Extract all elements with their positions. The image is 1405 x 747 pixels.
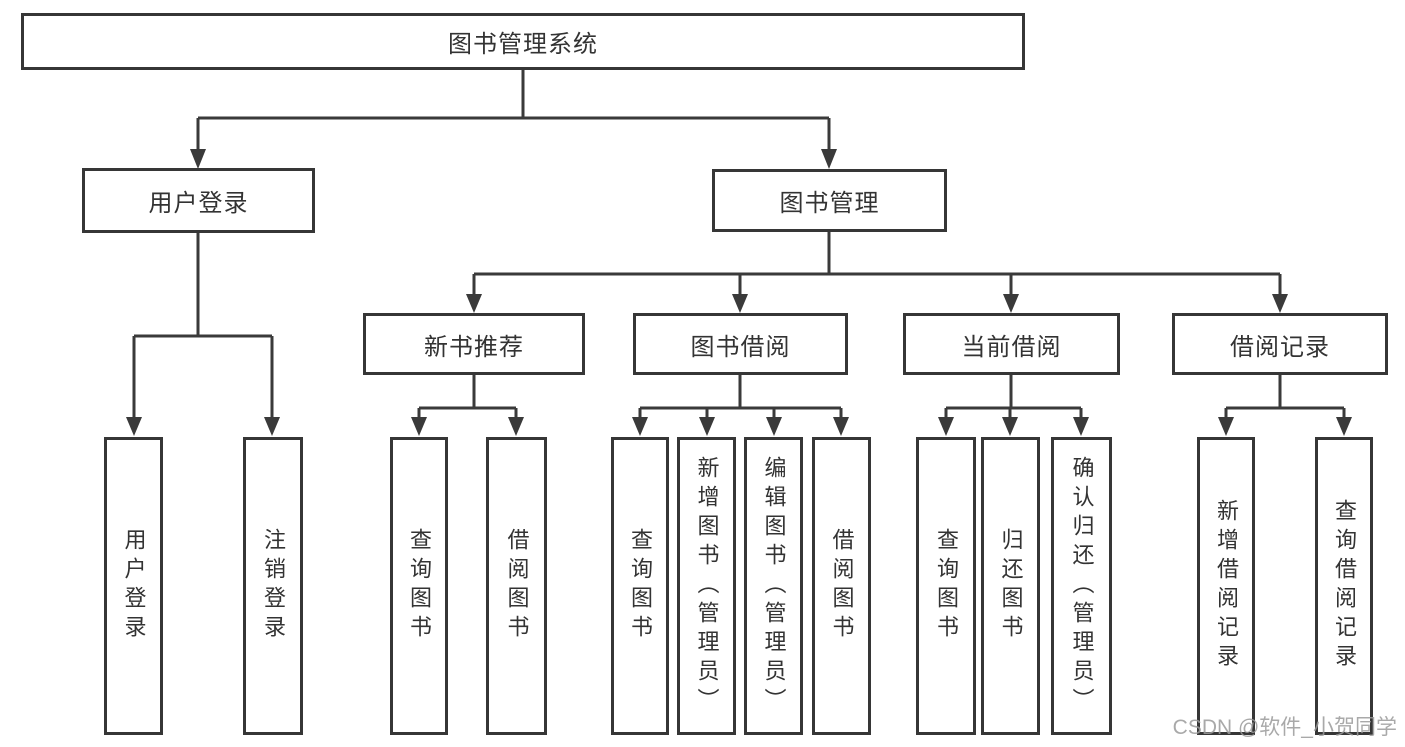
- leaf-query-books-3: 查询图书: [916, 437, 976, 735]
- node-label: 当前借阅: [961, 333, 1062, 361]
- arrow-icon: [821, 149, 837, 169]
- node-label: 新增借阅记录: [1214, 499, 1239, 673]
- arrow-icon: [833, 417, 849, 436]
- node-borrow-records: 借阅记录: [1172, 313, 1388, 375]
- node-label: 查询借阅记录: [1332, 499, 1357, 673]
- node-label: 确认归还（管理员）: [1069, 455, 1095, 717]
- csdn-watermark: CSDN @软件_小贺同学: [1172, 716, 1397, 739]
- node-current-borrow: 当前借阅: [903, 313, 1120, 375]
- arrow-icon: [1336, 417, 1352, 436]
- arrow-icon: [126, 417, 142, 436]
- arrowheads: [126, 149, 1352, 436]
- leaf-logout: 注销登录: [243, 437, 303, 735]
- arrow-icon: [1073, 417, 1089, 436]
- node-new-book-recommend: 新书推荐: [363, 313, 585, 375]
- node-label: 归还图书: [998, 528, 1024, 644]
- arrow-icon: [1003, 294, 1019, 313]
- node-label: 借阅图书: [829, 528, 855, 644]
- arrow-icon: [938, 417, 954, 436]
- node-label: 借阅记录: [1230, 333, 1330, 361]
- connector-current-borrow-branch: [944, 375, 1083, 418]
- node-book-borrow: 图书借阅: [633, 313, 848, 375]
- arrow-icon: [1272, 294, 1288, 313]
- arrow-icon: [766, 417, 782, 436]
- leaf-edit-book-admin: 编辑图书（管理员）: [744, 437, 803, 735]
- node-label: 用户登录: [121, 528, 147, 644]
- node-label: 查询图书: [407, 528, 432, 644]
- node-label: 图书管理: [779, 190, 880, 217]
- node-label: 注销登录: [261, 528, 286, 644]
- leaf-query-books-1: 查询图书: [390, 437, 448, 735]
- node-label: 查询图书: [934, 528, 959, 644]
- node-user-login: 用户登录: [82, 168, 315, 233]
- connector-book-borrow-branch: [638, 375, 843, 418]
- leaf-query-books-2: 查询图书: [611, 437, 669, 735]
- arrow-icon: [1218, 417, 1234, 436]
- node-label: 查询图书: [628, 528, 653, 644]
- leaf-user-login: 用户登录: [104, 437, 163, 735]
- connector-new-books-branch: [417, 375, 518, 418]
- arrow-icon: [508, 417, 524, 436]
- connector-book-management-to-level3: [472, 232, 1282, 294]
- arrow-icon: [466, 294, 482, 313]
- leaf-confirm-return-admin: 确认归还（管理员）: [1051, 437, 1112, 735]
- leaf-return-book: 归还图书: [981, 437, 1040, 735]
- node-label: 新增图书（管理员）: [694, 455, 720, 717]
- arrow-icon: [1002, 417, 1018, 436]
- arrow-icon: [411, 417, 427, 436]
- node-label: 新书推荐: [424, 333, 524, 361]
- node-label: 用户登录: [148, 190, 249, 217]
- node-label: 借阅图书: [504, 528, 530, 644]
- connector-borrow-records-branch: [1224, 375, 1346, 418]
- leaf-query-borrow-record: 查询借阅记录: [1315, 437, 1373, 735]
- arrow-icon: [264, 417, 280, 436]
- node-book-management: 图书管理: [712, 169, 947, 232]
- connector-root-to-level2: [196, 70, 831, 150]
- arrow-icon: [699, 417, 715, 436]
- leaf-add-borrow-record: 新增借阅记录: [1197, 437, 1255, 735]
- leaf-borrow-books-2: 借阅图书: [812, 437, 871, 735]
- node-label: 图书管理系统: [448, 31, 598, 58]
- connector-user-login-branch: [132, 233, 274, 418]
- arrow-icon: [732, 294, 748, 313]
- node-label: 编辑图书（管理员）: [761, 455, 787, 717]
- node-label: 图书借阅: [690, 333, 791, 361]
- leaf-borrow-books-1: 借阅图书: [486, 437, 547, 735]
- node-root-system: 图书管理系统: [21, 13, 1025, 70]
- arrow-icon: [190, 149, 206, 169]
- leaf-add-book-admin: 新增图书（管理员）: [677, 437, 736, 735]
- arrow-icon: [632, 417, 648, 436]
